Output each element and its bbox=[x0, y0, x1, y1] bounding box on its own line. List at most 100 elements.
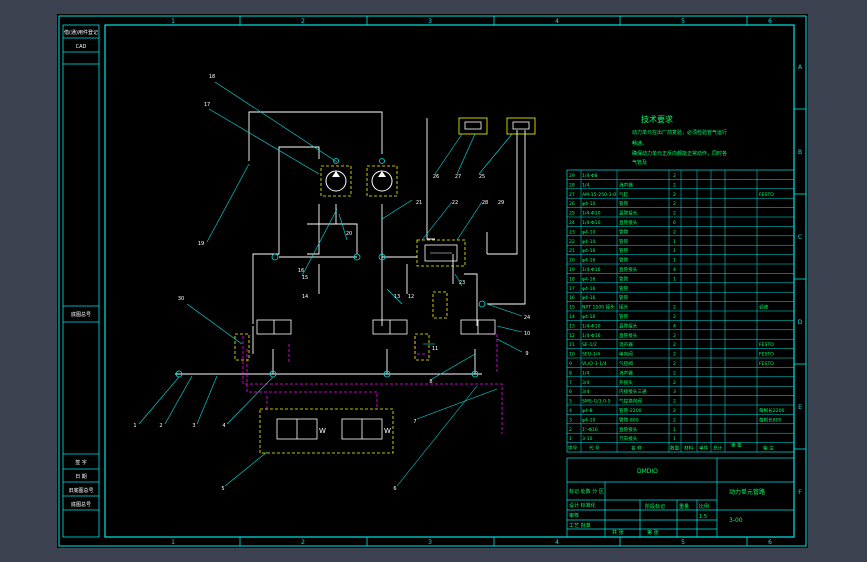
bom-row-name: 管管 bbox=[619, 313, 629, 320]
bom-row-no: 14 bbox=[569, 314, 575, 320]
callout-25: 25 bbox=[479, 174, 485, 180]
bom-row-no: 27 bbox=[569, 192, 575, 198]
grid-col-6: 6 bbox=[768, 18, 772, 25]
grid-col-5: 5 bbox=[681, 18, 685, 25]
bom-row-code: φ4-10 bbox=[582, 201, 596, 207]
bom-row-code: 1/4-Φ16 bbox=[582, 333, 601, 339]
valve-middle bbox=[372, 319, 430, 361]
bom-row-no: 28 bbox=[569, 182, 575, 188]
valve-right bbox=[432, 291, 496, 335]
title-block bbox=[566, 457, 795, 538]
tb-row-3: 审核 bbox=[569, 512, 579, 519]
grid-col-3: 3 bbox=[428, 18, 432, 25]
bom-row-code: φ4-16 bbox=[582, 286, 596, 292]
strip-label-old-no: 旧底图总号 bbox=[68, 487, 93, 494]
bom-row-no: 20 bbox=[569, 258, 575, 264]
bom-row-name: 管管 bbox=[619, 228, 629, 235]
callout-12: 12 bbox=[408, 294, 414, 300]
callout-21: 21 bbox=[416, 200, 422, 206]
bom-row-no: 2 bbox=[569, 427, 572, 433]
bom-row-name: 气缸 bbox=[619, 191, 629, 198]
bom-row-code: SEU-1/4 bbox=[582, 352, 600, 358]
grid-row-f: F bbox=[798, 489, 802, 496]
bom-row-qty: 4 bbox=[673, 267, 676, 273]
control-valve-block bbox=[416, 239, 466, 267]
bom-row-name: 管管 bbox=[619, 247, 629, 254]
bom-row-code: 1/4-Φ16 bbox=[582, 267, 601, 273]
callout-24: 24 bbox=[524, 315, 530, 321]
air-motor-right bbox=[366, 165, 398, 197]
tb-stage: 阶段标记 bbox=[645, 503, 665, 510]
bom-row-name: 消声器 bbox=[619, 181, 633, 188]
bom-row-code: SE-1/2 bbox=[582, 342, 597, 348]
bom-row-qty: 2 bbox=[673, 211, 676, 217]
bom-row-no: 17 bbox=[569, 286, 575, 292]
bom-row-note: FESTO bbox=[759, 342, 774, 348]
bom-row-name: 管管-2200 bbox=[619, 407, 642, 414]
bom-row-code: φ4-10 bbox=[582, 239, 596, 245]
bom-row-no: 4 bbox=[569, 408, 572, 414]
grid-col-3-bottom: 3 bbox=[428, 539, 432, 546]
grid-row-d: D bbox=[798, 319, 803, 326]
bom-row-name: 接头 bbox=[619, 304, 629, 311]
bom-row-name: 管管 bbox=[619, 257, 629, 264]
bom-row-qty: 1 bbox=[673, 258, 676, 264]
bom-row-code: φ4-8 bbox=[582, 408, 593, 414]
tech-line-3: 确保动力单元正反向都能正常动作，同时各 bbox=[632, 150, 727, 157]
bom-row-no: 15 bbox=[569, 305, 575, 311]
grid-row-c: C bbox=[798, 234, 802, 241]
bom-row-name: 外接头 bbox=[619, 379, 633, 386]
bom-row-qty: 1 bbox=[673, 239, 676, 245]
bom-row-no: 6 bbox=[569, 389, 572, 395]
tech-line-1: 动力单元在出厂前复验，必须检验管气运行 bbox=[632, 129, 727, 136]
grid-col-2-bottom: 2 bbox=[301, 539, 305, 546]
bom-row-note: 每根长800 bbox=[759, 416, 782, 423]
bom-row-qty: 1 bbox=[673, 427, 676, 433]
tb-row-4: 工艺 批准 bbox=[569, 522, 591, 529]
bom-row-name: 气控阀 bbox=[619, 360, 633, 367]
bom-row-qty: 2 bbox=[673, 380, 676, 386]
svg-text:W: W bbox=[384, 427, 391, 435]
bom-header-unit: 单件 bbox=[699, 445, 709, 452]
bom-header-code: 代 号 bbox=[589, 445, 600, 452]
bom-row-code: φ4-16 bbox=[582, 295, 596, 301]
bom-row-code: 1/4-Φ10 bbox=[582, 323, 601, 329]
tech-line-2: 畅通。 bbox=[632, 140, 647, 147]
bom-row-code: 1/4 bbox=[582, 370, 589, 376]
bom-row-code: φ4-16 bbox=[582, 248, 596, 254]
bom-row-code: φ4-16 bbox=[582, 314, 596, 320]
bom-row-no: 16 bbox=[569, 295, 575, 301]
bom-row-qty: 4 bbox=[673, 323, 676, 329]
grid-row-a: A bbox=[798, 64, 803, 71]
bom-row-code: NPT 1500 接头 bbox=[582, 304, 615, 311]
bom-row-qty: 1 bbox=[673, 248, 676, 254]
bom-row-qty: 1 bbox=[673, 276, 676, 282]
bom-header-weight: 重 量 bbox=[731, 442, 742, 449]
bom-row-note: FESTO bbox=[759, 352, 774, 358]
bom-row-code: 1/4-Φ10 bbox=[582, 220, 601, 226]
tb-row-2: 设计 标准化 bbox=[569, 502, 596, 509]
bom-row-code: 1/4-Φ10 bbox=[582, 211, 601, 217]
fittings bbox=[175, 158, 486, 378]
strip-label-sign: 签 字 bbox=[75, 459, 87, 466]
bom-row-note: FESTO bbox=[759, 192, 774, 198]
callout-14: 14 bbox=[302, 294, 308, 300]
callout-27: 27 bbox=[455, 174, 461, 180]
tb-scale: 1:5 bbox=[699, 514, 707, 520]
callout-1: 1 bbox=[133, 423, 136, 429]
bom-row-name: 消声器 bbox=[619, 369, 633, 376]
bom-row-code: VL/O-3-1/4 bbox=[582, 361, 607, 367]
callout-23: 23 bbox=[459, 280, 465, 286]
bom-row-no: 13 bbox=[569, 323, 575, 329]
leader-lines bbox=[138, 81, 523, 487]
cylinder-left bbox=[458, 117, 488, 135]
bom-row-no: 10 bbox=[569, 352, 575, 358]
bom-row-qty: 2 bbox=[673, 173, 676, 179]
grid-col-4-bottom: 4 bbox=[555, 539, 559, 546]
bom-row-no: 25 bbox=[569, 211, 575, 217]
bom-row-no: 7 bbox=[569, 380, 572, 386]
bom-row-no: 19 bbox=[569, 267, 575, 273]
bom-row-name: 管管 bbox=[619, 200, 629, 207]
bom-row-qty: 2 bbox=[673, 201, 676, 207]
bom-row-qty: 2 bbox=[673, 192, 676, 198]
